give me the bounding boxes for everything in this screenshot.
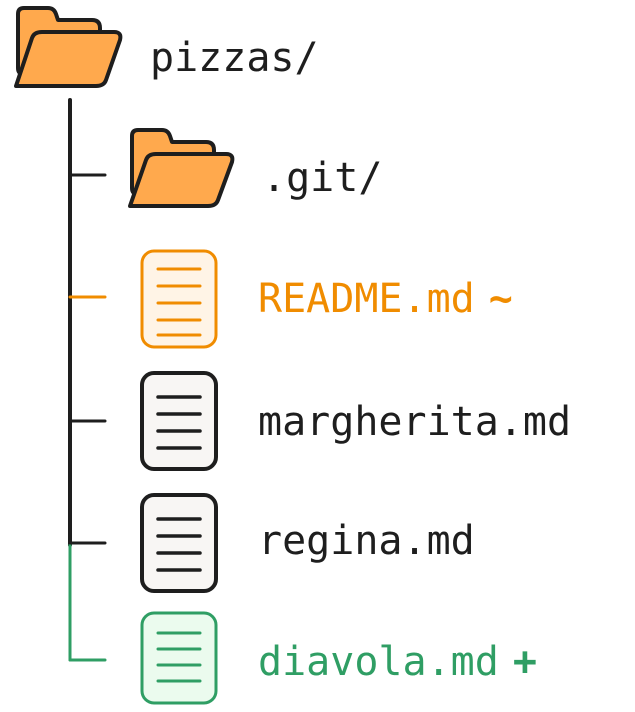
file-icon [140,371,218,471]
tree-item-label: README.md [258,276,475,322]
folder-icon [14,6,123,88]
file-icon [140,611,218,705]
tree-item-regina[interactable]: regina.md [258,521,475,561]
tree-item-label: regina.md [258,518,475,564]
tree-item-diavola[interactable]: diavola.md + [258,642,537,682]
tree-item-label: .git/ [262,155,383,201]
tree-item-git[interactable]: .git/ [262,158,382,198]
tree-item-label: margherita.md [258,399,572,445]
tree-item-label: diavola.md [258,639,499,685]
root-folder-label[interactable]: pizzas/ [150,35,319,81]
folder-icon [128,128,235,208]
added-marker: + [512,639,537,685]
file-icon [140,249,218,349]
tree-item-readme[interactable]: README.md ~ [258,279,513,319]
tree-item-margherita[interactable]: margherita.md [258,402,571,442]
modified-marker: ~ [488,276,513,322]
file-icon [140,493,218,593]
